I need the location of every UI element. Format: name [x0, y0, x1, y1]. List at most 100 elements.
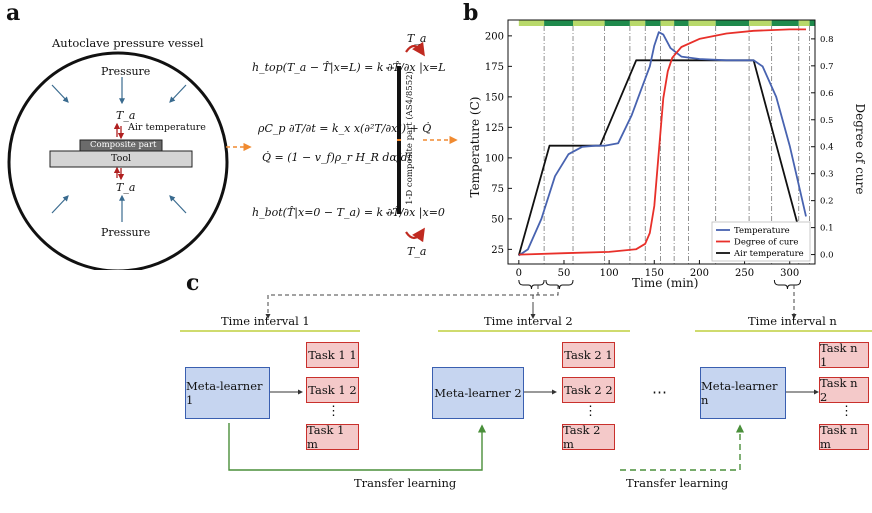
chart-xlabel: Time (min) — [632, 276, 699, 290]
interval-band-segment — [604, 20, 630, 26]
y2-tick-label: 0.5 — [820, 116, 834, 126]
vessel-circle — [7, 51, 229, 270]
ta-right-bottom: T_a — [407, 245, 427, 258]
interval-2-label: Time interval 2 — [484, 314, 573, 328]
interval-band-segment — [798, 20, 810, 26]
temperature-line — [518, 31, 807, 257]
y2-tick-label: 0.4 — [820, 143, 834, 153]
interval-band-segment — [771, 20, 799, 26]
degree-of-cure-line — [518, 28, 806, 256]
pressure-arrow — [169, 84, 187, 103]
chart-ylabel: Temperature (C) — [468, 96, 482, 198]
legend-label: Air temperature — [733, 249, 804, 259]
x-tick-label: 150 — [645, 268, 664, 279]
interval-brace — [545, 279, 574, 290]
pressure-label-bottom: Pressure — [101, 226, 151, 239]
tool-label: Tool — [111, 153, 132, 164]
cure-chart: 0 50 100 150 200 250 300 25 50 75 100 125 150 175 200 0… — [485, 19, 834, 290]
panel-letter-a: a — [6, 0, 21, 26]
panel-a-figure — [7, 41, 458, 270]
panel-letter-c: c — [186, 270, 200, 296]
interval-band-segment — [688, 20, 716, 26]
panel-letter-b: b — [463, 0, 479, 26]
panel-c-connectors — [180, 285, 872, 471]
x-tick-label: 200 — [690, 268, 709, 279]
y-tick-label: 200 — [485, 31, 504, 42]
transfer-label-1: Transfer learning — [354, 476, 457, 490]
legend-label: Degree of cure — [734, 238, 798, 248]
transfer-arrow-1 — [228, 423, 487, 471]
x-tick-label: 50 — [558, 268, 571, 279]
y2-tick-label: 0.7 — [820, 62, 834, 72]
interval-brace — [773, 279, 802, 290]
pressure-arrow — [51, 195, 69, 214]
interval-band-segment — [749, 20, 772, 26]
interval-band-segment — [715, 20, 750, 26]
x-tick-label: 300 — [780, 268, 799, 279]
y2-tick-label: 0.0 — [820, 251, 834, 261]
equation-q: Q̇ = (1 − v_f)ρ_r H_R dα/dt — [262, 151, 413, 164]
equation-heat: ρC_p ∂T/∂t = k_x x(∂²T/∂x²) + Q̇ — [258, 122, 432, 135]
vessel-title: Autoclave pressure vessel — [52, 36, 204, 50]
pressure-arrow — [51, 84, 69, 103]
ta-curve-top — [405, 41, 425, 57]
y-tick-label: 25 — [491, 245, 504, 256]
y-tick-label: 75 — [491, 184, 504, 195]
chart-y2label: Degree of cure — [853, 103, 867, 195]
y2-tick-label: 0.6 — [820, 89, 834, 99]
interval-band-segment — [629, 20, 646, 26]
y2-tick-label: 0.3 — [820, 170, 834, 180]
interval-band-segment — [573, 20, 605, 26]
y-tick-label: 175 — [485, 62, 504, 73]
interval-1-label: Time interval 1 — [221, 314, 310, 328]
x-tick-label: 100 — [600, 268, 619, 279]
interval-band-segment — [674, 20, 689, 26]
equation-bottom-bc: h_bot(T̂|x=0 − T_a) = k ∂T̂/∂x |x=0 — [252, 206, 445, 219]
composite-part-label: Composite part — [90, 140, 157, 150]
interval-n-label: Time interval n — [748, 314, 837, 328]
ta-right-top: T_a — [407, 32, 427, 45]
ta-curve-bottom — [405, 227, 425, 243]
task-1-2: Task 1 2 — [306, 377, 359, 403]
pressure-label-top: Pressure — [101, 65, 151, 78]
transfer-label-2: Transfer learning — [626, 476, 729, 490]
y2-tick-label: 0.1 — [820, 224, 834, 234]
hdots: ⋯ — [652, 383, 667, 401]
task-2-1: Task 2 1 — [562, 342, 615, 368]
task-n-1: Task n 1 — [819, 341, 869, 369]
meta-learner-n: Meta-learner n — [700, 367, 786, 419]
y2-tick-label: 0.8 — [820, 35, 834, 45]
chart-frame — [507, 19, 816, 265]
interval-band-segment — [660, 20, 675, 26]
meta-learner-2: Meta-learner 2 — [432, 367, 524, 419]
interval-brace — [518, 279, 545, 290]
composite-bar-label: 1-D composite part (AS4/8552) — [405, 71, 415, 205]
interval-band-segment — [544, 20, 574, 26]
task-1-m: Task 1 m — [306, 423, 359, 451]
ta-label-bottom: T_a — [116, 181, 136, 194]
y-tick-label: 125 — [485, 123, 504, 134]
ta-label-top: T_a — [116, 109, 136, 122]
task-1-1: Task 1 1 — [306, 342, 359, 368]
task-n-2: Task n 2 — [819, 376, 869, 404]
interval-band-segment — [518, 20, 545, 26]
equation-top-bc: h_top(T_a − T̂|x=L) = k ∂T̂/∂x |x=L — [252, 61, 446, 74]
legend-label: Temperature — [734, 226, 790, 236]
y-tick-label: 100 — [485, 153, 504, 164]
vdots-n: ⋮ — [840, 404, 853, 419]
x-tick-label: 250 — [735, 268, 754, 279]
tool — [49, 150, 193, 168]
y-tick-label: 50 — [491, 214, 504, 225]
y-tick-label: 150 — [485, 92, 504, 103]
x-tick-label: 0 — [516, 268, 522, 279]
meta-learner-1: Meta-learner 1 — [185, 367, 270, 419]
air-temperature-label: Air temperature — [128, 122, 206, 133]
interval-band-segment — [809, 20, 815, 26]
task-2-m: Task 2 m — [562, 423, 615, 451]
task-2-2: Task 2 2 — [562, 377, 615, 403]
vdots-1: ⋮ — [327, 404, 340, 419]
pressure-arrow — [169, 195, 187, 214]
vdots-2: ⋮ — [584, 404, 597, 419]
interval-band-segment — [645, 20, 661, 26]
transfer-arrow-2 — [620, 424, 745, 471]
